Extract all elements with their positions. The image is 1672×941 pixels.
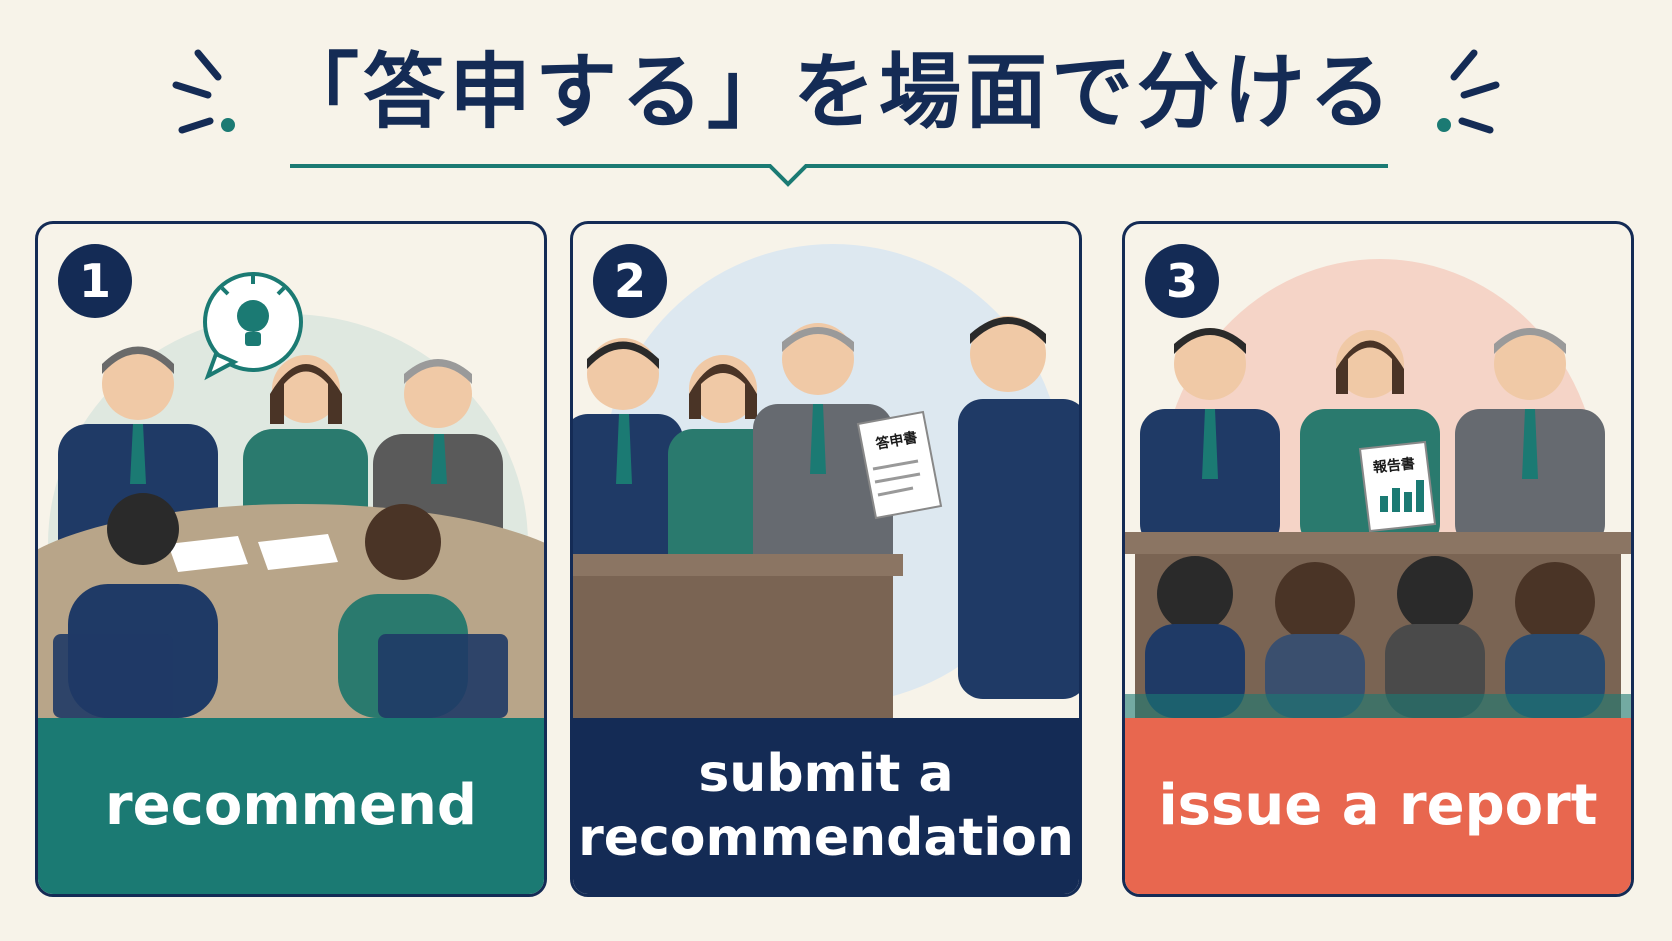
meeting-illustration — [38, 224, 544, 718]
card-label-submit: submit a recommendation — [573, 718, 1079, 894]
report-document-icon: 報告書 — [1358, 440, 1437, 533]
title-underline — [290, 164, 1388, 187]
card-recommend: 1 recommend — [35, 221, 547, 897]
svg-text:報告書: 報告書 — [1372, 455, 1416, 476]
card-label-line1: submit a — [698, 744, 954, 804]
document-icon: 答申書 — [856, 410, 943, 520]
sparkle-left-icon — [172, 49, 235, 134]
lightbulb-icon — [203, 272, 303, 381]
card-label-report: issue a report — [1125, 718, 1631, 894]
card-label-line2: recommendation — [578, 808, 1074, 868]
page-title: 「答申する」を場面で分ける — [276, 45, 1395, 140]
card-label-recommend: recommend — [38, 718, 544, 894]
submission-illustration: 答申書 — [573, 224, 1079, 718]
step-number-2: 2 — [593, 244, 667, 318]
step-number-1: 1 — [58, 244, 132, 318]
step-number-3: 3 — [1145, 244, 1219, 318]
report-illustration: 報告書 — [1125, 224, 1631, 718]
sparkle-right-icon — [1437, 49, 1500, 134]
card-submit-recommendation: 答申書 2 submit a recommendation — [570, 221, 1082, 897]
card-issue-report: 報告書 3 issue a report — [1122, 221, 1634, 897]
